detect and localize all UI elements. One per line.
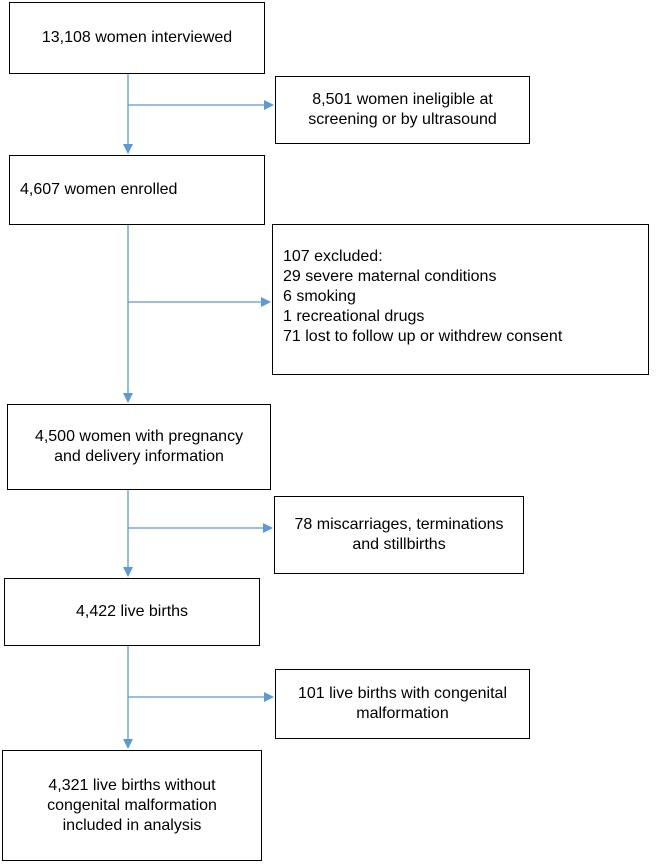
step-analysis: 4,321 live births without congenital mal… [2,750,262,861]
exclusion-excluded-item: 29 severe maternal conditions [283,268,497,285]
exclusion-ineligible: 8,501 women ineligible at screening or b… [275,76,530,144]
step-live-births: 4,422 live births [4,578,260,646]
exclusion-excluded-title: 107 excluded: [283,248,383,265]
exclusion-malformation: 101 live births with congenital malforma… [275,669,530,739]
exclusion-excluded-item: 71 lost to follow up or withdrew consent [283,328,563,345]
exclusion-miscarriages: 78 miscarriages, terminations and stillb… [274,496,524,574]
exclusion-excluded-item: 1 recreational drugs [283,308,425,325]
step-pregnancy-info-text: 4,500 women with pregnancy and delivery … [34,428,244,465]
exclusion-malformation-text: 101 live births with congenital malforma… [297,685,507,722]
step-enrolled-text: 4,607 women enrolled [20,181,178,198]
exclusion-excluded: 107 excluded: 29 severe maternal conditi… [272,224,649,375]
exclusion-miscarriages-text: 78 miscarriages, terminations and stillb… [294,516,504,553]
step-enrolled: 4,607 women enrolled [9,155,265,225]
exclusion-excluded-item: 6 smoking [283,288,356,305]
step-live-births-text: 4,422 live births [75,603,189,620]
step-analysis-text: 4,321 live births without congenital mal… [47,776,217,834]
step-interviewed-text: 13,108 women interviewed [41,29,233,46]
step-pregnancy-info: 4,500 women with pregnancy and delivery … [7,404,271,490]
step-interviewed: 13,108 women interviewed [9,2,265,74]
exclusion-ineligible-text: 8,501 women ineligible at screening or b… [308,91,497,128]
